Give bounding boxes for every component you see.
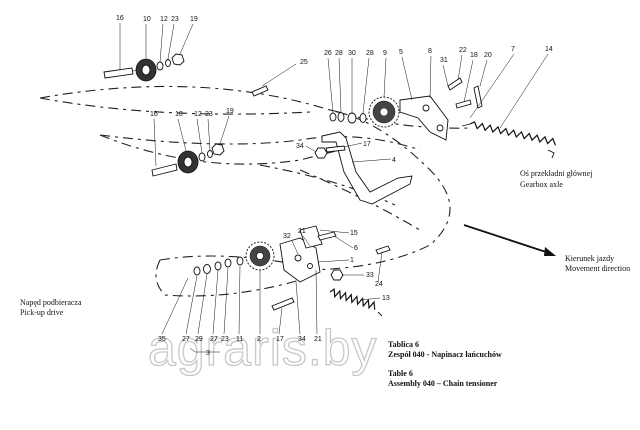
part-25 [251, 63, 297, 97]
callout-21a: 21 [298, 228, 306, 235]
callout-20: 20 [484, 52, 492, 59]
callout-32: 32 [283, 233, 291, 240]
callout-12b: 12 [194, 111, 202, 118]
callout-35: 35 [158, 336, 166, 343]
tensioner-bracket [399, 77, 483, 141]
callout-29: 29 [195, 336, 203, 343]
callout-10b: 10 [175, 111, 183, 118]
callout-9: 9 [383, 50, 387, 57]
label-direction-pl: Kierunek jazdy [565, 254, 614, 263]
spring-13 [329, 288, 383, 317]
caption-title-en: Assembly 040 – Chain tensioner [388, 379, 498, 388]
callout-7: 7 [511, 46, 515, 53]
callout-10a: 10 [143, 16, 151, 23]
callout-14: 14 [545, 46, 553, 53]
callout-21b: 21 [314, 336, 322, 343]
callout-25: 25 [300, 59, 308, 66]
nut-19b [211, 143, 225, 156]
callout-8: 8 [428, 48, 432, 55]
callout-34a: 34 [296, 143, 304, 150]
callout-1: 1 [350, 257, 354, 264]
washer-23 [165, 59, 171, 67]
watermark: agraris.by [148, 320, 378, 376]
label-direction-en: Movement direction [565, 264, 630, 273]
callout-23b: 23 [205, 111, 213, 118]
callout-17a: 17 [363, 141, 371, 148]
bolt-16 [103, 67, 134, 79]
callout-18: 18 [470, 52, 478, 59]
label-gearbox-en: Gearbox axle [520, 180, 563, 189]
callout-33: 33 [366, 272, 374, 279]
callout-28b: 28 [366, 50, 374, 57]
callout-3: 3 [206, 350, 210, 357]
callout-26: 26 [324, 50, 332, 57]
plate-15 [299, 225, 323, 249]
callout-6: 6 [354, 245, 358, 252]
callout-31: 31 [440, 57, 448, 64]
lower-sprocket-group [193, 225, 391, 311]
callout-19b: 19 [226, 108, 234, 115]
label-pickup-en: Pick-up drive [20, 308, 64, 317]
washer-12b [198, 152, 206, 162]
washer-23b [207, 150, 213, 158]
label-pickup-pl: Napęd podbieracza [20, 298, 82, 307]
tension-arm-4 [314, 131, 413, 205]
label-gearbox-pl: Oś przekładni głównej [520, 169, 592, 178]
callouts: 16 10 12 23 19 25 26 28 30 28 9 5 8 31 2… [116, 15, 553, 357]
caption-block: Tablica 6 Zespół 040 - Napinacz łańcuchó… [388, 340, 502, 388]
callout-27b: 27 [210, 336, 218, 343]
callout-24: 24 [375, 281, 383, 288]
part-6 [317, 231, 337, 241]
callout-17b: 17 [276, 336, 284, 343]
callout-5: 5 [399, 49, 403, 56]
callout-12a: 12 [160, 16, 168, 23]
part-24 [375, 245, 391, 255]
callout-16a: 16 [116, 15, 124, 22]
nut-34a [314, 147, 328, 159]
callout-23c: 23 [221, 336, 229, 343]
callout-27a: 27 [182, 336, 190, 343]
callout-23a: 23 [171, 16, 179, 23]
callout-4: 4 [392, 157, 396, 164]
direction-arrow [463, 224, 556, 256]
callout-15: 15 [350, 230, 358, 237]
lower-idler-assembly [151, 143, 225, 177]
callout-13: 13 [382, 295, 390, 302]
callout-11: 11 [236, 336, 243, 343]
washer-12 [156, 61, 164, 71]
callout-28a: 28 [335, 50, 343, 57]
caption-table-pl: Tablica 6 [388, 340, 419, 349]
callout-34b: 34 [298, 336, 306, 343]
nut-33 [330, 269, 344, 281]
spring-14 [461, 121, 557, 159]
callout-16b: 16 [150, 111, 158, 118]
callout-22: 22 [459, 47, 467, 54]
callout-30: 30 [348, 50, 356, 57]
upper-sprocket-group [329, 96, 400, 128]
caption-table-en: Table 6 [388, 369, 413, 378]
bolt-17a [325, 145, 346, 153]
bolt-16b [151, 163, 178, 177]
caption-title-pl: Zespół 040 - Napinacz łańcuchów [388, 350, 502, 359]
bolt-17b [271, 297, 295, 311]
callout-19a: 19 [190, 16, 198, 23]
nut-19 [171, 53, 185, 66]
upper-idler-assembly [103, 53, 185, 82]
callout-2: 2 [257, 336, 261, 343]
